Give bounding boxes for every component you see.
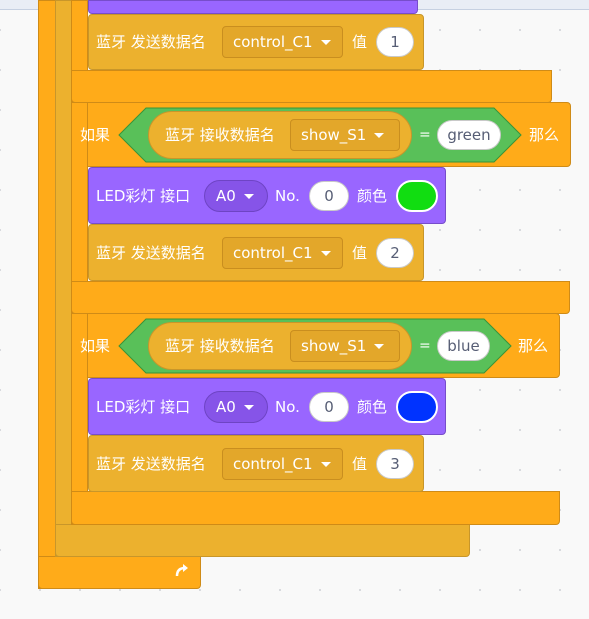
bt-receive-label: 蓝牙 接收数据名 — [165, 126, 275, 144]
no-label: No. — [275, 187, 300, 205]
if-block-1-bottom[interactable] — [71, 281, 570, 314]
chevron-down-icon — [243, 193, 254, 199]
chevron-down-icon — [320, 461, 331, 467]
value-label: 值 — [352, 244, 368, 262]
no-input[interactable]: 0 — [309, 392, 349, 422]
chevron-down-icon — [320, 250, 331, 256]
chevron-down-icon — [374, 343, 385, 349]
color-label: 颜色 — [357, 187, 388, 205]
value-input[interactable]: 2 — [376, 238, 414, 268]
value-label: 值 — [352, 33, 368, 51]
if-container-bottom-0[interactable] — [71, 70, 552, 103]
then-label: 那么 — [518, 337, 549, 355]
then-label: 那么 — [529, 126, 560, 144]
if-label: 如果 — [80, 126, 111, 144]
chevron-down-icon — [320, 39, 331, 45]
color-picker[interactable] — [396, 180, 438, 212]
clipped-led-block[interactable] — [88, 0, 418, 14]
color-label: 颜色 — [357, 398, 388, 416]
compare-input[interactable]: green — [437, 120, 501, 150]
color-picker[interactable] — [396, 391, 438, 423]
if-block-2-bottom[interactable] — [71, 491, 560, 525]
receive-name-dropdown[interactable]: show_S1 — [290, 330, 400, 362]
data-name-dropdown[interactable]: control_C1 — [222, 237, 343, 269]
equals-sign: = — [419, 127, 431, 143]
receive-name-dropdown[interactable]: show_S1 — [290, 119, 400, 151]
led-label: LED彩灯 接口 — [96, 398, 191, 416]
bt-send-label: 蓝牙 发送数据名 — [96, 33, 206, 51]
port-dropdown[interactable]: A0 — [204, 391, 268, 423]
no-label: No. — [275, 398, 300, 416]
loop-arrow-icon — [172, 562, 192, 582]
no-input[interactable]: 0 — [309, 181, 349, 211]
chevron-down-icon — [374, 132, 385, 138]
inner-loop-arm[interactable] — [55, 0, 72, 557]
bt-receive-label: 蓝牙 接收数据名 — [165, 337, 275, 355]
value-input[interactable]: 1 — [376, 27, 414, 57]
outer-loop-bottom[interactable] — [38, 556, 201, 589]
port-dropdown[interactable]: A0 — [204, 180, 268, 212]
equals-sign: = — [419, 338, 431, 354]
value-label: 值 — [352, 455, 368, 473]
chevron-down-icon — [243, 404, 254, 410]
outer-loop-arm[interactable] — [38, 0, 56, 589]
if-label: 如果 — [80, 337, 111, 355]
data-name-dropdown[interactable]: control_C1 — [222, 448, 343, 480]
compare-input[interactable]: blue — [437, 331, 490, 361]
value-input[interactable]: 3 — [376, 449, 414, 479]
bt-send-label: 蓝牙 发送数据名 — [96, 455, 206, 473]
bt-send-label: 蓝牙 发送数据名 — [96, 244, 206, 262]
inner-loop-bottom[interactable] — [55, 524, 470, 557]
data-name-dropdown[interactable]: control_C1 — [222, 26, 343, 58]
led-label: LED彩灯 接口 — [96, 187, 191, 205]
